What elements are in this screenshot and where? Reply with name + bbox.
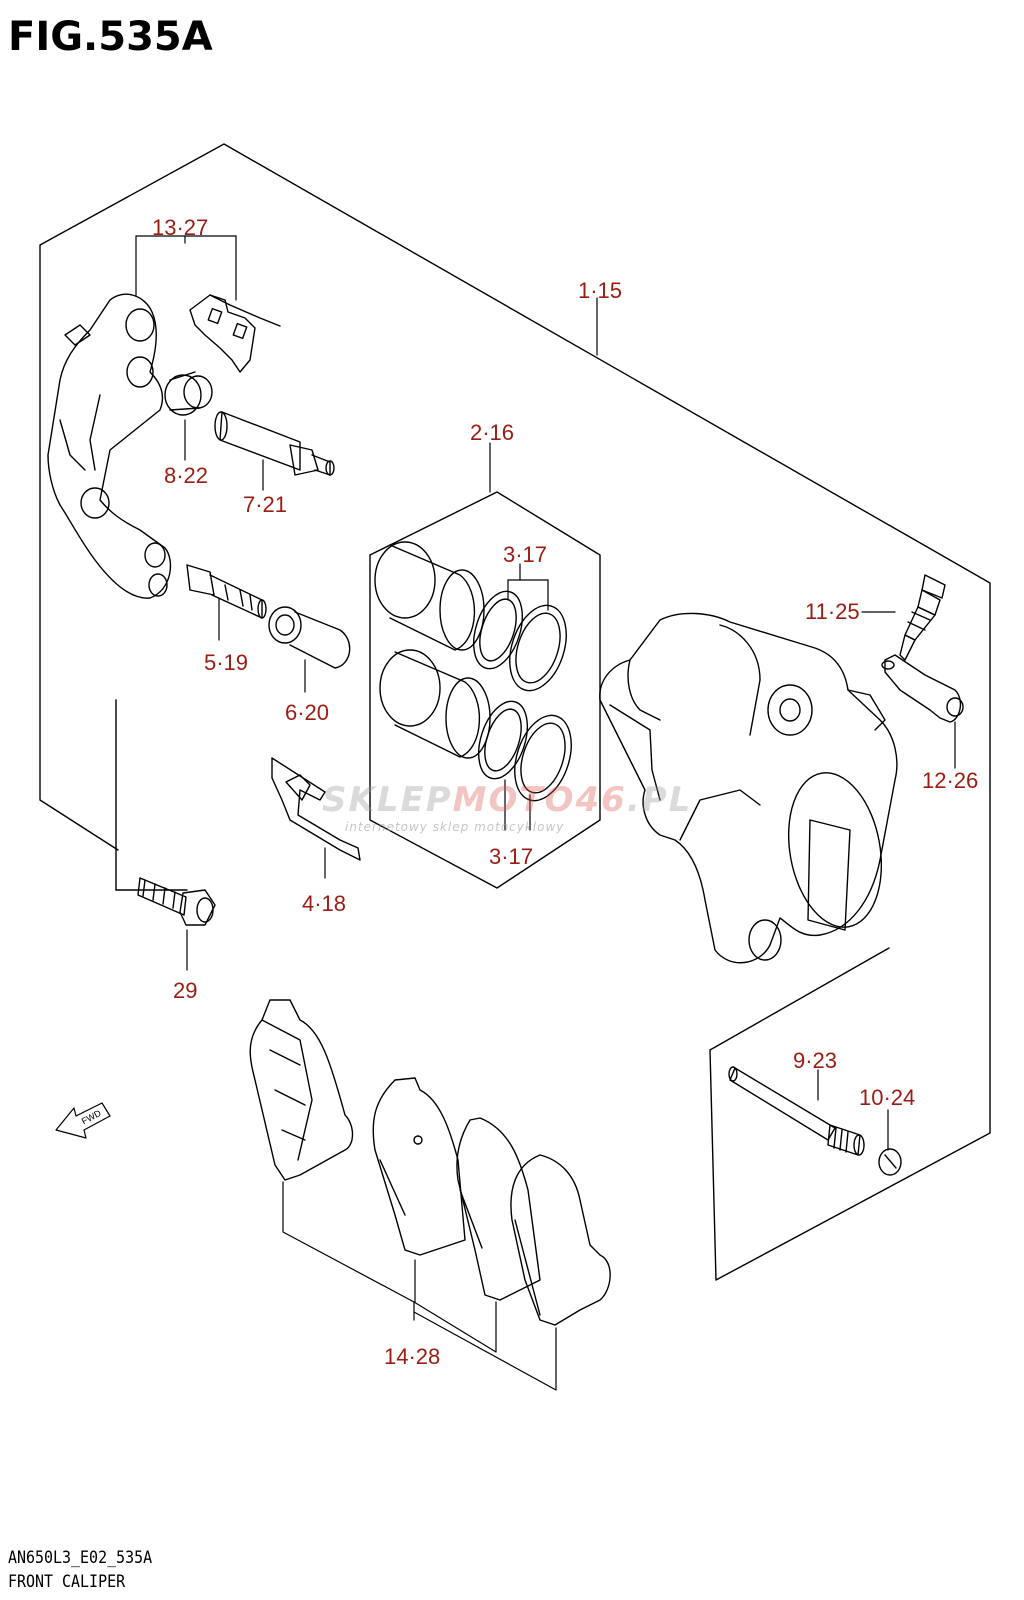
part-label-10-24: 10·24 <box>859 1085 915 1110</box>
part-label-29: 29 <box>173 978 197 1003</box>
part-label-8-22: 8·22 <box>164 463 208 488</box>
pad-mounting-pin-part <box>729 1067 864 1155</box>
part-label-2-16: 2·16 <box>470 420 514 445</box>
brake-pad-2 <box>373 1078 465 1255</box>
part-label-7-21: 7·21 <box>243 492 287 517</box>
slide-pin-part <box>215 412 334 475</box>
bleeder-valve-part <box>900 575 945 660</box>
caliper-pin-part <box>187 565 266 618</box>
part-label-3-17-lower: 3·17 <box>489 844 533 869</box>
fwd-arrow-icon <box>56 1103 110 1138</box>
watermark-brand: SKLEPMOTO46.PL <box>322 780 693 820</box>
piston-upper <box>375 542 484 650</box>
part-label-13-27: 13·27 <box>152 215 208 240</box>
part-label-4-18: 4·18 <box>302 891 346 916</box>
part-label-14-28: 14·28 <box>384 1344 440 1369</box>
brake-pad-1 <box>250 1000 352 1180</box>
brake-pad-3 <box>457 1118 540 1300</box>
caliper-body <box>600 613 897 962</box>
leader-lines <box>136 236 955 1390</box>
boot-part <box>165 372 212 415</box>
part-label-9-23: 9·23 <box>793 1048 837 1073</box>
part-label-11-25: 11·25 <box>805 599 860 624</box>
watermark-tagline: internetowy sklep motocyklowy <box>345 820 565 834</box>
brake-pad-4 <box>511 1155 610 1325</box>
part-label-3-17-upper: 3·17 <box>503 542 547 567</box>
model-code: AN650L3_E02_535A <box>8 1548 153 1568</box>
fwd-arrow-text: FWD <box>80 1108 103 1127</box>
pad-clip-part <box>272 758 360 860</box>
part-label-6-20: 6·20 <box>285 700 329 725</box>
piston-set-outline <box>370 492 600 888</box>
part-label-1-15: 1·15 <box>578 278 622 303</box>
pad-spring-part <box>190 295 280 372</box>
assembly-outline <box>40 144 990 1280</box>
piston-lower <box>380 650 490 758</box>
part-label-12-26: 12·26 <box>922 768 978 793</box>
caliper-bracket <box>48 294 170 598</box>
figure-title: FIG.535A <box>8 14 213 60</box>
part-label-5-19: 5·19 <box>204 650 248 675</box>
bleeder-cap-part <box>882 655 963 722</box>
plug-part <box>879 1149 901 1175</box>
part-labels: 13·27 1·15 2·16 8·22 7·21 3·17 11·25 5·1… <box>152 215 978 1369</box>
figure-name: FRONT CALIPER <box>8 1572 126 1592</box>
seal-set-lower-part <box>470 695 582 808</box>
seal-set-upper-part <box>465 585 577 698</box>
bolt-part <box>138 878 215 925</box>
boot-small-part <box>269 607 350 668</box>
